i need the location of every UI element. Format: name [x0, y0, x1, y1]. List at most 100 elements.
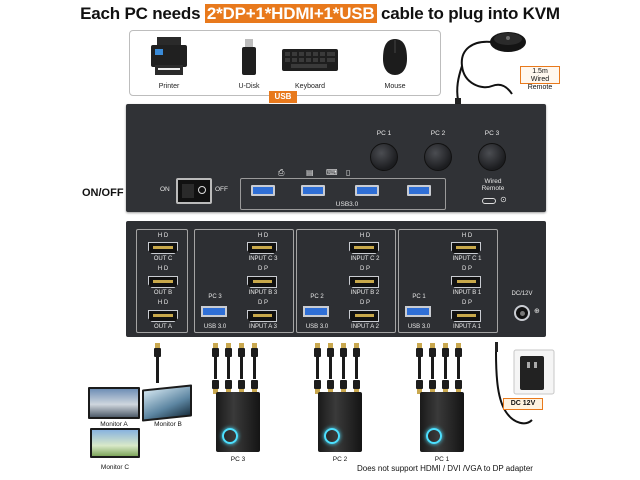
dp-input-b3[interactable] [247, 276, 277, 288]
mouse-small-icon: ▯ [346, 168, 351, 177]
remote-tag: 1.5m Wired Remote [520, 66, 560, 91]
cable [418, 357, 421, 379]
usb-in-pc1[interactable] [405, 306, 431, 317]
usb-in-pc3[interactable] [201, 306, 227, 317]
plug [314, 380, 321, 389]
onoff-label: ON/OFF [82, 187, 124, 199]
plug [340, 343, 347, 357]
plug [442, 343, 449, 357]
cable [342, 357, 345, 379]
dc-label: DC/12V [511, 291, 533, 297]
monitor-a-label: Monitor A [100, 421, 128, 428]
pc2-input-group: H D INPUT C 2 D P INPUT B 2 D P INPUT A … [296, 229, 396, 333]
plug [225, 343, 232, 357]
pc3-caption: PC 3 [230, 456, 246, 463]
plug [429, 343, 436, 357]
pc2-button-label: PC 2 [430, 130, 446, 137]
peripheral-label: Printer [158, 83, 180, 90]
plug [251, 343, 258, 357]
plug [353, 380, 360, 389]
peripheral-mouse: Mouse [372, 35, 418, 90]
dp-input-a1[interactable] [451, 310, 481, 322]
dp-input-b2[interactable] [349, 276, 379, 288]
plug [442, 380, 449, 389]
remote-label: Wired Remote [527, 76, 553, 91]
fan-icon [426, 428, 442, 444]
headline-suffix: cable to plug into KVM [381, 4, 560, 23]
polarity-icon: ⊕ [534, 308, 540, 315]
fan-icon [222, 428, 238, 444]
plug [327, 380, 334, 389]
hdmi-out-c[interactable] [148, 242, 178, 254]
plug [455, 380, 462, 389]
peripheral-keyboard: Keyboard [278, 35, 342, 90]
mouse-icon [383, 39, 407, 75]
remote-length: 1.5m [532, 68, 548, 75]
cable [329, 357, 332, 379]
cable [444, 357, 447, 379]
hdmi-out-a[interactable] [148, 310, 178, 322]
pc1-caption: PC 1 [434, 456, 450, 463]
front-usb-port-4[interactable] [407, 185, 431, 196]
kvm-rear-panel: H D OUT C H D OUT B H D OUT A H D INPUT … [126, 221, 546, 337]
hdmi-input-c1[interactable] [451, 242, 481, 254]
switch-on-label: ON [160, 186, 170, 193]
pc2-button[interactable] [424, 143, 452, 171]
pc1-button[interactable] [370, 143, 398, 171]
plug [238, 380, 245, 389]
remote-port-icon: ⊙ [500, 195, 507, 204]
dp-input-a2[interactable] [349, 310, 379, 322]
plug [238, 343, 245, 357]
hdmi-input-c3[interactable] [247, 242, 277, 254]
keyboard-icon [282, 49, 338, 71]
peripheral-label: Keyboard [295, 83, 325, 90]
front-usb-port-1[interactable] [251, 185, 275, 196]
monitor-a [88, 387, 140, 419]
hdmi-plug [154, 343, 161, 357]
front-usb-port-3[interactable] [355, 185, 379, 196]
headline-highlight: 2*DP+1*HDMI+1*USB [204, 4, 377, 23]
dc-power-jack[interactable] [514, 305, 530, 321]
peripheral-label: Mouse [384, 83, 406, 90]
peripherals-box: Printer U-Disk Keyboard Mouse [129, 30, 441, 96]
dc-12v-tag: DC 12V [503, 398, 543, 410]
plug [212, 343, 219, 357]
pc2-tower [318, 392, 362, 452]
pc3-button[interactable] [478, 143, 506, 171]
plug [455, 343, 462, 357]
hdmi-input-c2[interactable] [349, 242, 379, 254]
power-switch[interactable] [176, 178, 212, 204]
switch-off-label: OFF [215, 186, 228, 193]
cable [355, 357, 358, 379]
front-usb-port-2[interactable] [301, 185, 325, 196]
dp-input-b1[interactable] [451, 276, 481, 288]
plug [416, 343, 423, 357]
pc1-button-label: PC 1 [376, 130, 392, 137]
wired-remote-icon [455, 32, 526, 106]
fan-icon [324, 428, 340, 444]
monitor-c [90, 428, 140, 458]
output-group: H D OUT C H D OUT B H D OUT A [136, 229, 188, 333]
peripheral-printer: Printer [146, 35, 192, 90]
cable [227, 357, 230, 379]
pc3-button-label: PC 3 [484, 130, 500, 137]
usb-in-pc2[interactable] [303, 306, 329, 317]
hdmi-out-b[interactable] [148, 276, 178, 288]
plug [212, 380, 219, 389]
keyboard-small-icon: ⌨ [326, 168, 338, 177]
cable [316, 357, 319, 379]
pc2-caption: PC 2 [332, 456, 348, 463]
cable [156, 357, 159, 383]
out-b-label: OUT B [153, 290, 173, 296]
headline: Each PC needs 2*DP+1*HDMI+1*USB cable to… [0, 4, 640, 24]
power-adapter-icon [495, 342, 555, 425]
plug [225, 380, 232, 389]
out-c-label: OUT C [153, 256, 173, 262]
pc3-input-group: H D INPUT C 3 D P INPUT B 3 D P INPUT A … [194, 229, 294, 333]
cable [240, 357, 243, 379]
dp-input-a3[interactable] [247, 310, 277, 322]
plug [353, 343, 360, 357]
plug [251, 380, 258, 389]
remote-port[interactable] [482, 198, 496, 204]
monitor-b-label: Monitor B [154, 421, 182, 428]
